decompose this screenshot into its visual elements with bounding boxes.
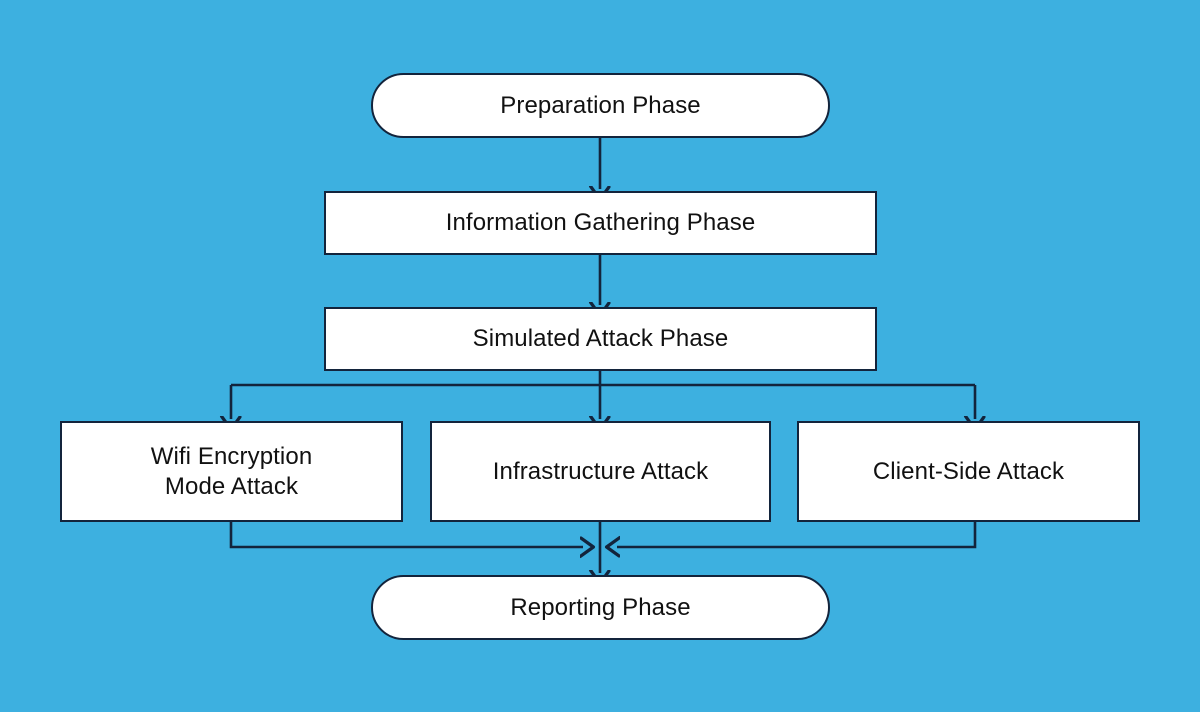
node-preparation-phase-label: Preparation Phase: [500, 91, 701, 119]
node-wifi-encryption-mode-attack[interactable]: Wifi Encryption Mode Attack: [60, 421, 403, 522]
edge-client-side-to-reporting: [617, 522, 977, 547]
node-client-side-attack-label: Client-Side Attack: [872, 457, 1065, 485]
node-simulated-attack-phase-label: Simulated Attack Phase: [472, 325, 729, 353]
node-infrastructure-attack[interactable]: Infrastructure Attack: [430, 421, 771, 522]
node-reporting-phase-label: Reporting Phase: [510, 593, 691, 621]
node-preparation-phase[interactable]: Preparation Phase: [371, 73, 830, 138]
node-reporting-phase[interactable]: Reporting Phase: [371, 575, 830, 640]
edge-wifi-encryption-to-reporting: [229, 522, 583, 547]
node-infrastructure-attack-label: Infrastructure Attack: [492, 457, 709, 485]
node-wifi-encryption-mode-attack-label: Wifi Encryption Mode Attack: [150, 443, 313, 500]
node-simulated-attack-phase[interactable]: Simulated Attack Phase: [324, 307, 877, 371]
node-information-gathering-phase[interactable]: Information Gathering Phase: [324, 191, 877, 255]
node-information-gathering-phase-label: Information Gathering Phase: [445, 209, 756, 237]
node-client-side-attack[interactable]: Client-Side Attack: [797, 421, 1140, 522]
